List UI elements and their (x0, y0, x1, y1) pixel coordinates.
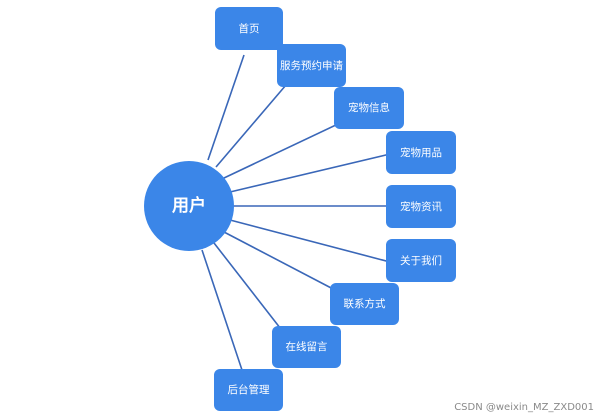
node-label-service-booking: 服务预约申请 (280, 59, 343, 72)
node-service-booking[interactable]: 服务预约申请 (277, 44, 346, 87)
node-home[interactable]: 首页 (215, 7, 283, 50)
watermark-text: CSDN @weixin_MZ_ZXD001 (454, 402, 594, 413)
node-label-contact: 联系方式 (344, 297, 386, 310)
node-label-admin: 后台管理 (228, 383, 270, 396)
node-about-us[interactable]: 关于我们 (386, 239, 456, 282)
connectors (201, 54, 391, 371)
node-admin[interactable]: 后台管理 (214, 369, 283, 411)
center-node-label: 用户 (172, 195, 206, 216)
node-pet-news[interactable]: 宠物资讯 (386, 185, 456, 228)
edge-pet-supplies (229, 153, 391, 193)
node-label-home: 首页 (239, 22, 260, 35)
edge-service-booking (215, 84, 287, 168)
edge-contact (223, 231, 336, 291)
center-node-user: 用户 (144, 161, 234, 251)
node-contact[interactable]: 联系方式 (330, 283, 399, 325)
edge-home (207, 54, 245, 161)
node-online-message[interactable]: 在线留言 (272, 326, 341, 368)
node-pet-supplies[interactable]: 宠物用品 (386, 131, 456, 174)
edge-pet-info (223, 123, 339, 179)
node-label-pet-news: 宠物资讯 (400, 200, 442, 213)
node-label-online-message: 在线留言 (286, 340, 328, 353)
edge-online-message (213, 242, 285, 334)
edge-admin (201, 249, 243, 371)
edge-about-us (229, 219, 391, 263)
node-pet-info[interactable]: 宠物信息 (334, 87, 404, 129)
node-label-pet-info: 宠物信息 (348, 101, 390, 114)
node-label-about-us: 关于我们 (400, 254, 442, 267)
node-label-pet-supplies: 宠物用品 (400, 146, 442, 159)
